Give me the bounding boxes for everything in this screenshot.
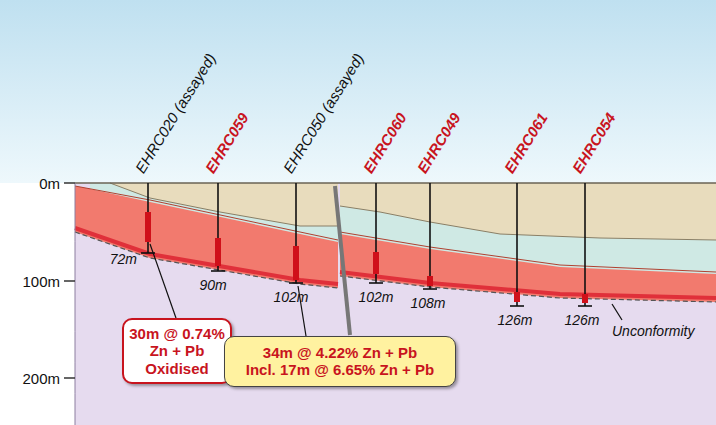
axis-label: 0m — [39, 175, 60, 192]
depth-label: 90m — [199, 277, 226, 293]
sky — [0, 0, 716, 183]
callout-text: 34m @ 4.22% Zn + Pb — [231, 344, 449, 361]
teal-layer — [90, 183, 338, 242]
depth-label: 72m — [110, 251, 137, 267]
depth-label: 102m — [358, 289, 393, 305]
axis-label: 100m — [22, 273, 60, 290]
callout-box: 30m @ 0.74% Zn + Pb Oxidised — [122, 318, 232, 384]
unconformity-label: Unconformity — [612, 323, 694, 339]
callout-box: 34m @ 4.22% Zn + PbIncl. 17m @ 6.65% Zn … — [224, 336, 456, 387]
callout-text: 30m @ 0.74% Zn + Pb Oxidised — [128, 325, 226, 377]
depth-label: 102m — [273, 289, 308, 305]
ground-blank — [0, 183, 716, 425]
tan-layer — [110, 183, 338, 226]
tan-layer — [340, 183, 716, 240]
fault — [335, 186, 350, 335]
basement — [75, 183, 716, 425]
depth-label: 126m — [564, 312, 599, 328]
axis-label: 200m — [22, 370, 60, 387]
leader-line — [150, 244, 176, 318]
leader-line — [612, 304, 622, 320]
callout-text: Incl. 17m @ 6.65% Zn + Pb — [231, 361, 449, 378]
depth-label: 126m — [497, 312, 532, 328]
drill-holes — [141, 183, 592, 306]
teal-layer — [340, 183, 716, 274]
depth-label: 108m — [410, 295, 445, 311]
